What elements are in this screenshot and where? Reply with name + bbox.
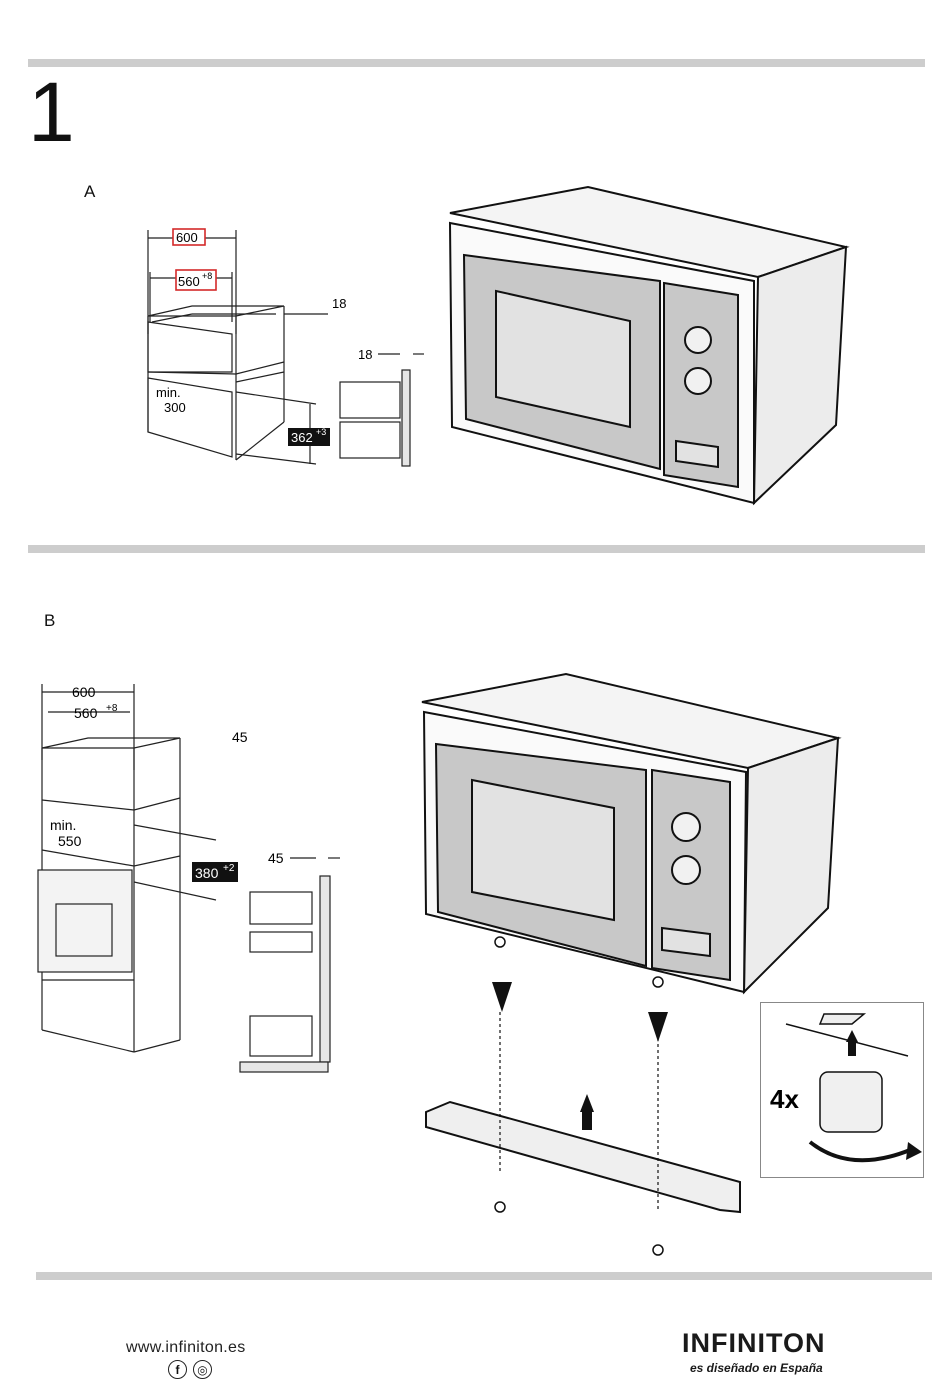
- side-panel-detail-b: 45: [236, 846, 346, 1076]
- height-label-b: 380: [195, 865, 219, 881]
- width-inner-label: 560: [178, 274, 200, 289]
- brand-logo: INFINITON: [682, 1328, 826, 1359]
- width-inner-label-b: 560: [74, 705, 98, 721]
- height-tolerance-b: +2: [223, 863, 235, 874]
- width-inner-tolerance-b: +8: [106, 703, 118, 714]
- section-b-label: B: [44, 611, 55, 631]
- middle-divider: [28, 545, 925, 553]
- bottom-divider: [36, 1272, 932, 1280]
- width-inner-tolerance: +8: [202, 271, 212, 281]
- width-total-label: 600: [176, 230, 198, 245]
- side-panel-detail-a: 18: [338, 342, 438, 467]
- min-value: 300: [164, 400, 186, 415]
- clip-detail-inset: 4x: [760, 1002, 924, 1178]
- height-label: 362: [291, 430, 313, 445]
- social-links: f ◎: [168, 1360, 212, 1379]
- width-total-label-b: 600: [72, 684, 96, 700]
- brand-tagline: es diseñado en España: [690, 1361, 823, 1375]
- side-panel-label-b: 45: [232, 729, 248, 745]
- microwave-illustration-a: [448, 185, 848, 507]
- side-panel-detail-label-b: 45: [268, 850, 284, 866]
- section-a-label: A: [84, 182, 95, 202]
- height-tolerance: +3: [316, 427, 326, 437]
- min-label: min.: [156, 385, 181, 400]
- website-url[interactable]: www.infiniton.es: [126, 1339, 246, 1357]
- instagram-icon[interactable]: ◎: [193, 1360, 212, 1379]
- side-panel-label: 18: [332, 296, 346, 311]
- min-label-b: min.: [50, 817, 76, 833]
- min-value-b: 550: [58, 833, 82, 849]
- facebook-icon[interactable]: f: [168, 1360, 187, 1379]
- top-divider: [28, 59, 925, 67]
- quantity-label: 4x: [770, 1084, 799, 1114]
- step-number: 1: [28, 70, 75, 154]
- cabinet-diagram-b: 600 560 +8 45 min. 550 380 +2: [36, 680, 266, 1060]
- side-panel-detail-label: 18: [358, 347, 372, 362]
